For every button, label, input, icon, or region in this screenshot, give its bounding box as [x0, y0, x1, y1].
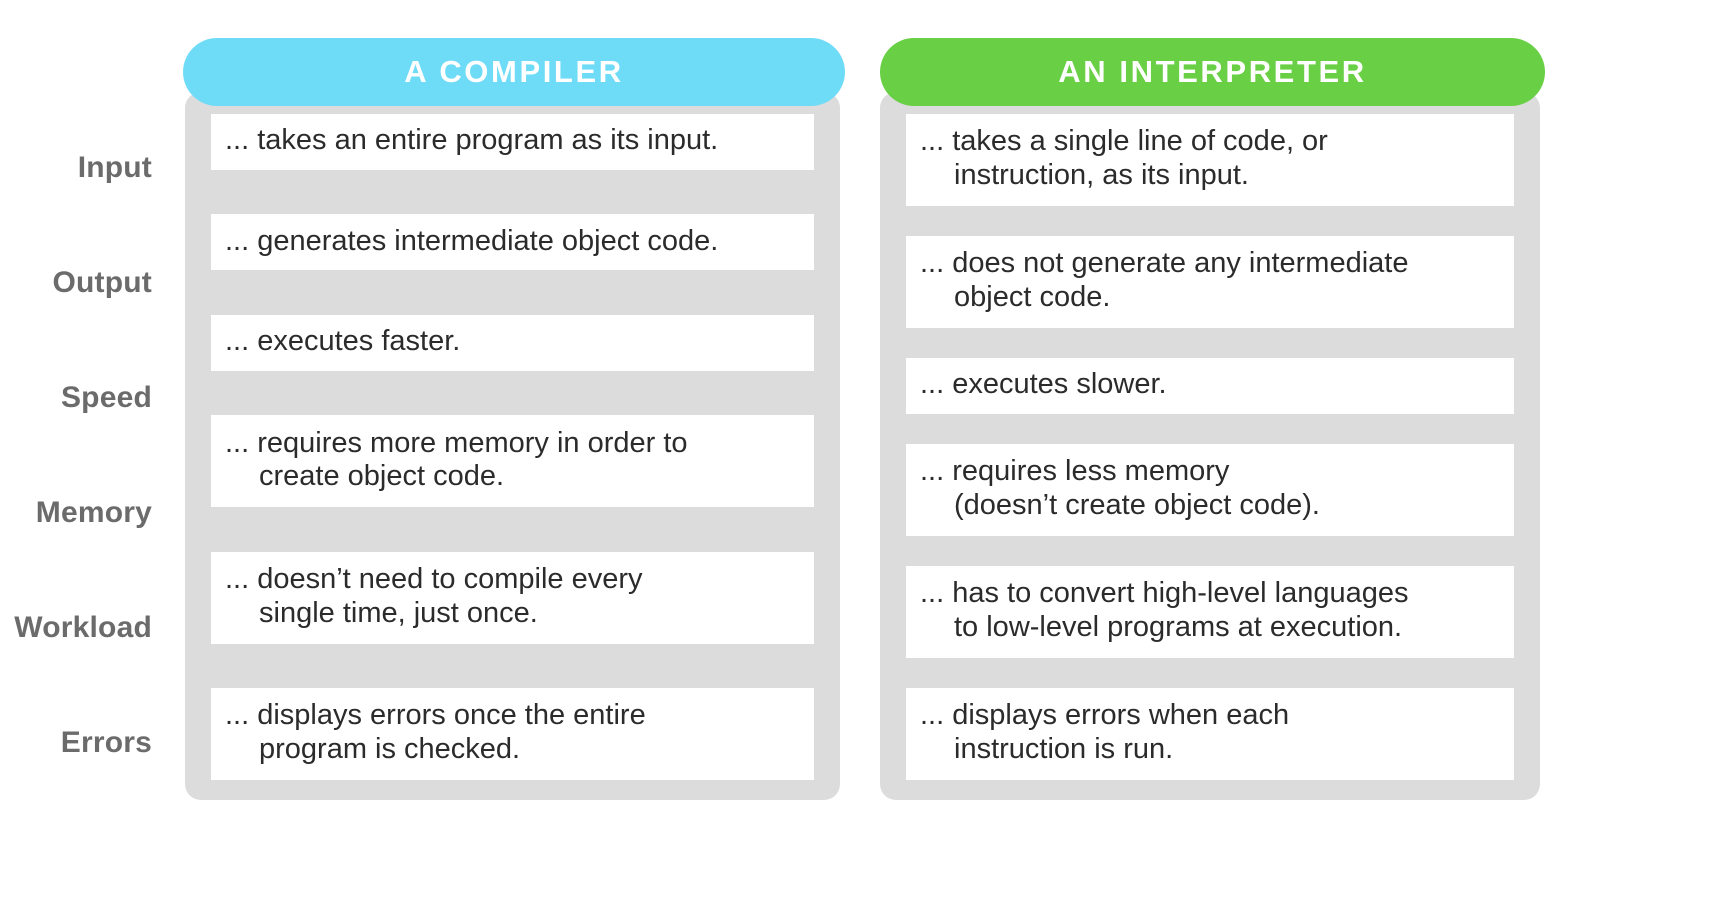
compiler-cell-input: ... takes an entire program as its input… [211, 114, 814, 170]
cell-line: ... doesn’t need to compile every [225, 562, 643, 595]
interpreter-cell-speed: ... executes slower. [906, 358, 1514, 414]
compiler-cell-memory: ... requires more memory in order to cre… [211, 415, 814, 508]
row-label-memory: Memory [35, 495, 152, 529]
compiler-cell-workload: ... doesn’t need to compile every single… [211, 551, 814, 644]
row-label-output: Output [52, 265, 152, 299]
cell-line: (doesn’t create object code). [954, 489, 1320, 521]
interpreter-cell-workload: ... has to convert high-level languages … [906, 566, 1514, 658]
cell-line: ... generates intermediate object code. [225, 224, 719, 257]
interpreter-cell-errors: ... displays errors when each instructio… [906, 688, 1514, 780]
cell-line: ... requires less memory [920, 455, 1230, 488]
compiler-cell-stack: ... takes an entire program as its input… [185, 114, 840, 780]
interpreter-cell-stack: ... takes a single line of code, or inst… [880, 114, 1540, 780]
row-label-workload: Workload [14, 610, 152, 644]
row-label-speed: Speed [60, 380, 152, 414]
cell-line: instruction is run. [954, 733, 1174, 765]
cell-line: ... displays errors when each [920, 699, 1290, 732]
cell-line: object code. [954, 281, 1111, 313]
cell-line: single time, just once. [259, 596, 538, 629]
cell-line: ... takes a single line of code, or [920, 125, 1328, 158]
interpreter-header-pill: AN INTERPRETER [880, 38, 1545, 106]
interpreter-cell-output: ... does not generate any intermediate o… [906, 236, 1514, 328]
compiler-header-pill: A COMPILER [183, 38, 845, 106]
row-label-errors: Errors [60, 725, 152, 759]
cell-line: ... has to convert high-level languages [920, 577, 1409, 610]
cell-line: ... executes faster. [225, 324, 461, 357]
interpreter-cell-input: ... takes a single line of code, or inst… [906, 114, 1514, 206]
row-label-input: Input [77, 150, 152, 184]
cell-line: ... executes slower. [920, 368, 1167, 401]
compiler-cell-speed: ... executes faster. [211, 314, 814, 371]
cell-line: ... displays errors once the entire [225, 699, 646, 732]
cell-line: ... does not generate any intermediate [920, 247, 1409, 280]
cell-line: ... takes an entire program as its input… [225, 124, 719, 157]
criteria-label-column: Input Output Speed Memory Workload Error… [0, 110, 170, 800]
compiler-cell-errors: ... displays errors once the entire prog… [211, 687, 814, 780]
cell-line: program is checked. [259, 732, 521, 765]
cell-line: instruction, as its input. [954, 159, 1249, 191]
cell-line: create object code. [259, 460, 505, 493]
compiler-cell-output: ... generates intermediate object code. [211, 214, 814, 271]
cell-line: to low-level programs at execution. [954, 611, 1403, 643]
interpreter-cell-memory: ... requires less memory (doesn’t create… [906, 444, 1514, 536]
interpreter-panel: ... takes a single line of code, or inst… [880, 92, 1540, 800]
cell-line: ... requires more memory in order to [225, 426, 688, 459]
compiler-panel: ... takes an entire program as its input… [185, 92, 840, 800]
